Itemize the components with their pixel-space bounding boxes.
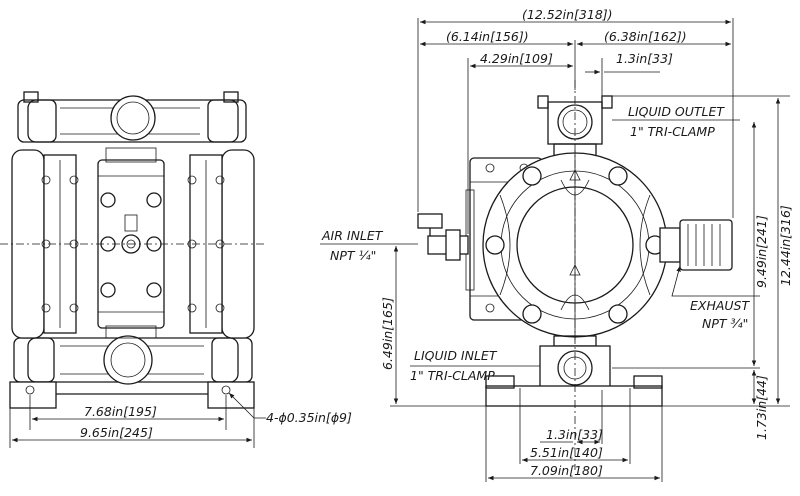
front-dimensions: 7.68in[195] 9.65in[245] 4-ϕ0.35in[ϕ9] — [9, 392, 352, 448]
exhaust-leader — [671, 265, 760, 297]
front-right-housing — [187, 149, 255, 339]
side-view — [417, 80, 733, 470]
overall-height-label: 12.44in[316] — [778, 205, 793, 286]
liquid-outlet-label: LIQUID OUTLET — [628, 104, 725, 119]
outlet-offset-label: 1.3in[33] — [616, 51, 673, 66]
front-bottom-manifold — [13, 335, 253, 385]
air-inlet-offset-label: 4.29in[109] — [480, 51, 553, 66]
front-top-manifold — [17, 91, 247, 143]
air-inlet-height-label: 6.49in[165] — [380, 297, 395, 370]
foot-spacing-label: 5.51in[140] — [530, 445, 603, 460]
foot-width-label: 7.09in[180] — [530, 463, 603, 478]
bolt-spacing-label: 7.68in[195] — [84, 404, 157, 419]
left-center-label: (6.14in[156]) — [446, 29, 529, 44]
side-base — [485, 375, 663, 407]
inlet-height-label: 1.73in[44] — [754, 375, 769, 440]
mount-holes-leader — [228, 392, 266, 419]
exhaust-muffler — [659, 219, 733, 271]
base-width-label: 9.65in[245] — [80, 425, 153, 440]
air-inlet-label: AIR INLET — [321, 228, 384, 243]
overall-width-label: (12.52in[318]) — [522, 7, 613, 22]
liquid-outlet-port — [537, 95, 613, 157]
mount-holes-label: 4-ϕ0.35in[ϕ9] — [266, 410, 352, 425]
front-center-section — [97, 147, 165, 339]
liquid-inlet-label: LIQUID INLET — [414, 348, 498, 363]
front-view — [0, 91, 266, 409]
liquid-outlet-size: 1" TRI-CLAMP — [630, 124, 715, 139]
air-inlet-fitting — [417, 213, 469, 261]
inlet-offset-label: 1.3in[33] — [546, 427, 603, 442]
outlet-height-label: 9.49in[241] — [754, 215, 769, 288]
air-inlet-size: NPT ¼" — [330, 248, 376, 263]
center-right-label: (6.38in[162]) — [604, 29, 687, 44]
exhaust-label: EXHAUST — [690, 298, 750, 313]
exhaust-size: NPT ¾" — [702, 316, 748, 331]
liquid-inlet-size: 1" TRI-CLAMP — [410, 368, 495, 383]
side-dimensions: (12.52in[318]) (6.14in[156]) (6.38in[162… — [320, 7, 793, 482]
